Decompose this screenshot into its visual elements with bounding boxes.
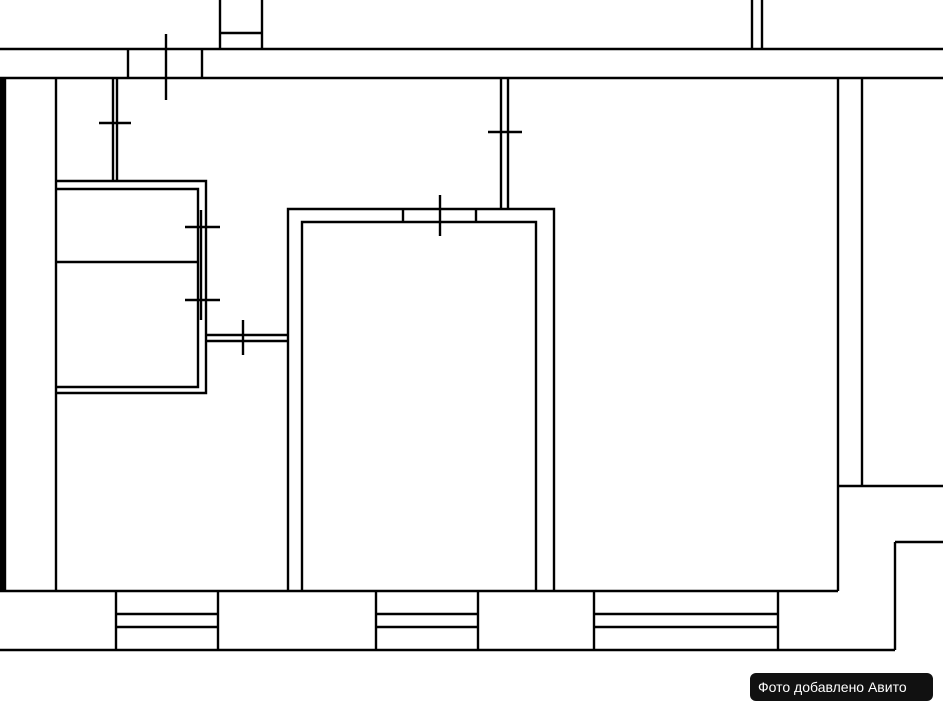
upper-partition xyxy=(499,78,510,209)
avito-watermark-badge: Фото добавлено Авито xyxy=(750,673,933,701)
central-room-outer xyxy=(286,207,556,591)
left-wall xyxy=(3,78,58,590)
connector-wall xyxy=(206,333,288,343)
window-middle xyxy=(374,591,480,650)
bottom-wall xyxy=(0,589,895,652)
top-wall xyxy=(0,47,943,80)
bathroom-partition xyxy=(111,78,119,181)
bathroom-block xyxy=(56,179,208,395)
upper-wall-fragment xyxy=(218,0,764,48)
left-wall-thick-edge xyxy=(0,78,6,590)
window-right xyxy=(592,591,780,650)
central-door-gap xyxy=(401,209,478,222)
right-wall xyxy=(836,78,943,650)
window-left xyxy=(114,591,220,650)
central-room-inner xyxy=(300,220,538,591)
